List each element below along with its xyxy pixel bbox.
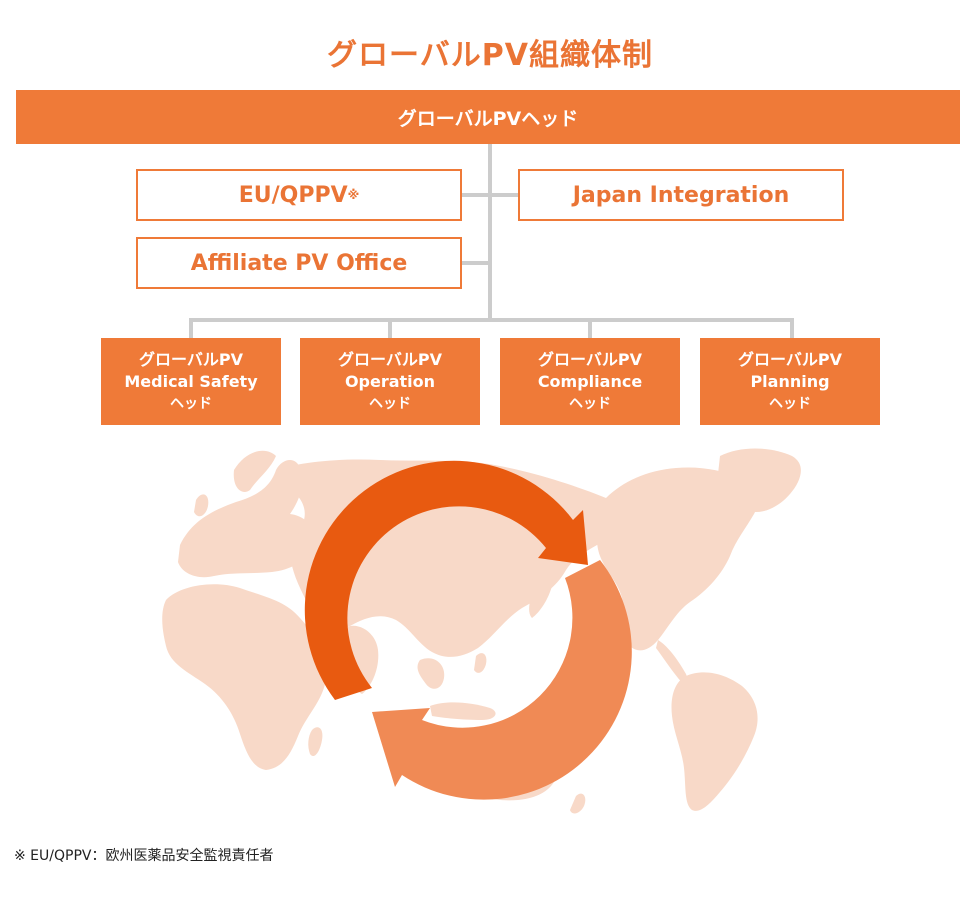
north-america-shape <box>596 467 758 651</box>
footnote: ※ EU/QPPV：欧州医薬品安全監視責任者 <box>14 848 274 864</box>
japan-integration-box: Japan Integration <box>518 169 844 221</box>
south-america-shape <box>671 672 758 811</box>
affiliate-pv-office-box: Affiliate PV Office <box>136 237 462 289</box>
sub-box-line3: ヘッド <box>569 395 611 412</box>
global-pv-head-label: グローバルPVヘッド <box>397 107 579 130</box>
africa-shape <box>162 584 327 770</box>
sub-box-line2: Medical Safety <box>124 371 258 391</box>
europe-shape <box>178 459 314 578</box>
indonesia-shape <box>430 702 496 720</box>
sub-box-line3: ヘッド <box>170 395 212 412</box>
philippines-shape <box>474 653 487 673</box>
madagascar-shape <box>308 727 323 757</box>
operation-head-box: グローバルPV Operation ヘッド <box>300 338 480 425</box>
sub-box-line3: ヘッド <box>369 395 411 412</box>
sub-box-line3: ヘッド <box>769 395 811 412</box>
scandinavia-shape <box>233 450 276 492</box>
uk-shape <box>194 494 209 517</box>
sub-box-line1: グローバルPV <box>738 349 842 369</box>
eu-qppv-box: EU/QPPV※ <box>136 169 462 221</box>
planning-head-box: グローバルPV Planning ヘッド <box>700 338 880 425</box>
sub-box-line2: Operation <box>344 371 436 391</box>
sub-box-line1: グローバルPV <box>139 349 243 369</box>
eu-qppv-label: EU/QPPV <box>238 182 348 208</box>
compliance-head-box: グローバルPV Compliance ヘッド <box>500 338 680 425</box>
page-title: グローバルPV組織体制 <box>327 38 653 73</box>
affiliate-pv-office-label: Affiliate PV Office <box>190 250 408 276</box>
japan-integration-label: Japan Integration <box>572 182 790 208</box>
cycle-arrow-light <box>372 560 632 800</box>
japan-shape <box>529 573 553 618</box>
global-pv-head-box: グローバルPVヘッド <box>16 90 960 144</box>
central-america-shape <box>656 640 688 683</box>
sub-box-line1: グローバルPV <box>538 349 642 369</box>
medical-safety-head-box: グローバルPV Medical Safety ヘッド <box>101 338 281 425</box>
greenland-shape <box>718 448 801 513</box>
cycle-arrow-dark <box>304 460 588 700</box>
new-zealand-shape <box>570 793 586 814</box>
southeast-asia-shape <box>417 658 445 689</box>
sub-box-line2: Planning <box>750 371 830 391</box>
sub-box-line1: グローバルPV <box>338 349 442 369</box>
sub-box-line2: Compliance <box>537 371 643 391</box>
